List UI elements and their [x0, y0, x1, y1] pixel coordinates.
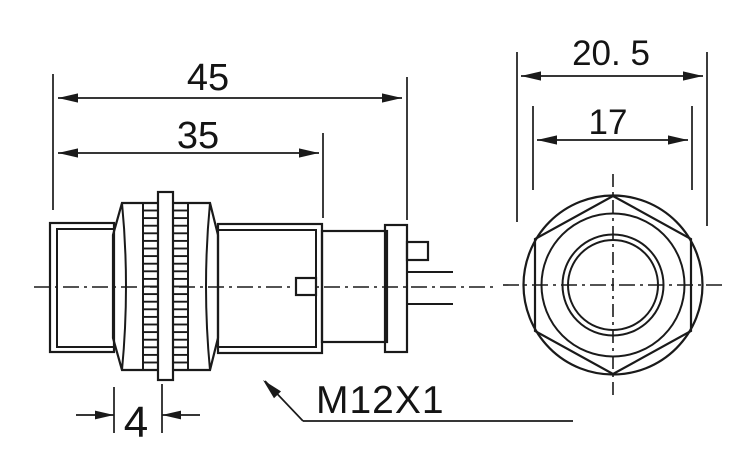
hex-facet-left: [121, 202, 127, 371]
lock-washer: [156, 190, 175, 382]
dim-205-label: 20. 5: [572, 34, 650, 73]
terminal-pin: [405, 240, 430, 262]
dim-35-arrow-right: [299, 148, 319, 158]
hex-facet-right: [205, 202, 211, 371]
dim-45-arrow-right: [382, 93, 402, 103]
dim-17-arrow-right: [668, 135, 688, 145]
dim-45-arrow-left: [58, 93, 78, 103]
thread-ribs: [143, 209, 188, 364]
hex-outline: [533, 194, 693, 376]
dim-17-arrow-left: [537, 135, 557, 145]
face-circle-inner: [567, 239, 659, 331]
dim-4-label: 4: [124, 398, 148, 447]
body-notch: [294, 276, 318, 297]
dim-17-label: 17: [589, 103, 628, 142]
dim-4-arrow-right: [162, 410, 181, 420]
rear-flange: [383, 223, 409, 354]
dim-205-arrow-right: [683, 71, 703, 81]
rear-section: [320, 229, 389, 344]
side-view: [34, 190, 494, 382]
face-circle-outer: [561, 233, 665, 337]
front-cap-inner: [56, 228, 115, 348]
side-view-dimensions: 45 35 4: [52, 57, 408, 447]
dim-205-arrow-left: [521, 71, 541, 81]
dim-45-label: 45: [187, 57, 229, 99]
thread-callout: M12X1: [263, 379, 573, 422]
dim-4-arrow-left: [95, 410, 114, 420]
leader-line: [264, 380, 304, 422]
end-view-dimensions: 20. 5 17: [516, 34, 708, 226]
thread-spec-label: M12X1: [316, 379, 445, 422]
dim-35-arrow-left: [58, 148, 78, 158]
end-view: [503, 174, 724, 396]
dim-35-label: 35: [177, 115, 219, 157]
barrel-circle: [540, 212, 686, 358]
